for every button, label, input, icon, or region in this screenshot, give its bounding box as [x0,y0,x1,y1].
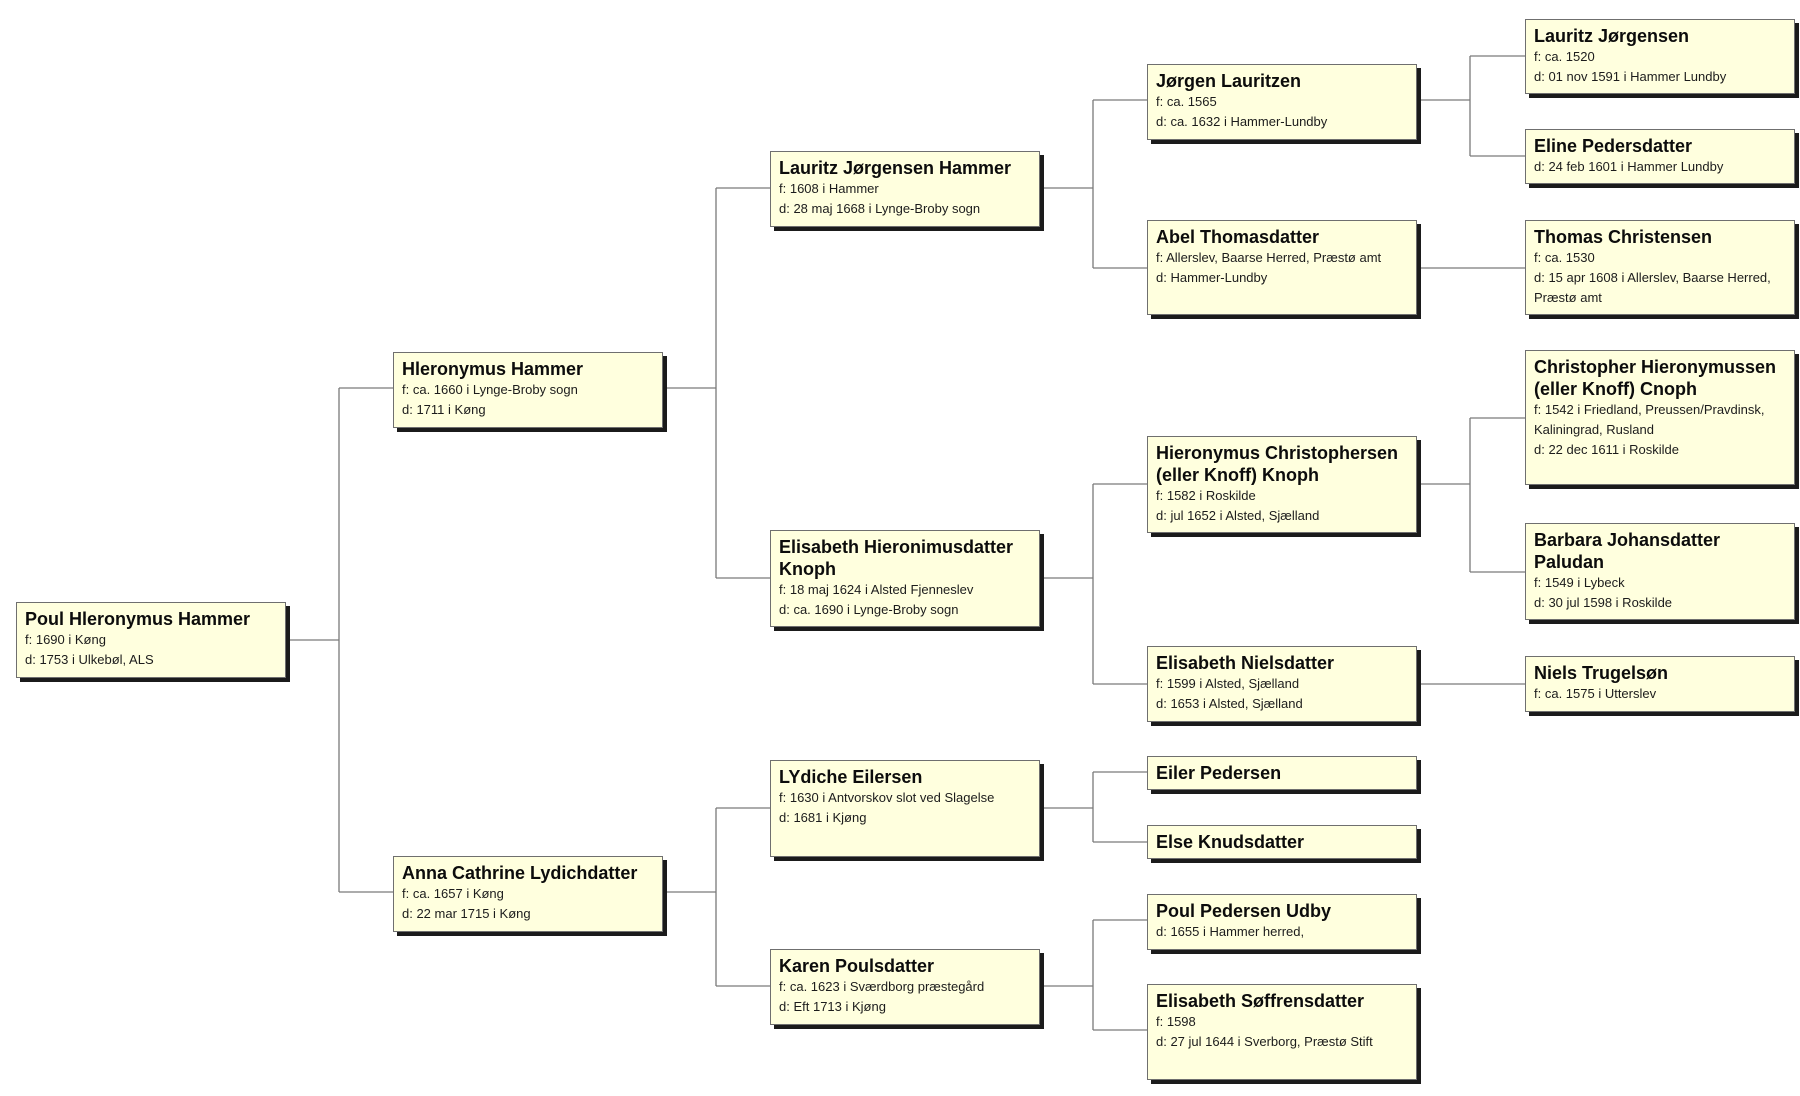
person-card-christopher-hieronymussen-cnoph[interactable]: Christopher Hieronymussen (eller Knoff) … [1525,350,1795,485]
person-name: Niels Trugelsøn [1534,663,1669,683]
person-birth: f: 1598 [1156,1014,1196,1029]
person-name: Hleronymus Hammer [402,359,584,379]
person-name: Lauritz Jørgensen Hammer [779,158,1012,178]
person-card-eline-pedersdatter[interactable]: Eline Pedersdatter d: 24 feb 1601 i Hamm… [1525,129,1795,184]
person-card-lauritz-jorgensen[interactable]: Lauritz Jørgensen f: ca. 1520 d: 01 nov … [1525,19,1795,94]
person-birth: f: ca. 1520 [1534,49,1595,64]
person-name: Christopher Hieronymussen (eller Knoff) … [1534,357,1777,399]
person-name: Jørgen Lauritzen [1156,71,1302,91]
person-birth: f: 1549 i Lybeck [1534,575,1625,590]
person-name: Lauritz Jørgensen [1534,26,1690,46]
person-birth: f: 1542 i Friedland, Preussen/Pravdinsk,… [1534,402,1765,437]
person-death: d: 1655 i Hammer herred, [1156,924,1305,939]
person-card-poul-pedersen-udby[interactable]: Poul Pedersen Udby d: 1655 i Hammer herr… [1147,894,1417,950]
person-card-jorgen-lauritzen[interactable]: Jørgen Lauritzen f: ca. 1565 d: ca. 1632… [1147,64,1417,140]
person-card-karen-poulsdatter[interactable]: Karen Poulsdatter f: ca. 1623 i Sværdbor… [770,949,1040,1025]
person-death: d: ca. 1690 i Lynge-Broby sogn [779,602,959,617]
person-birth: f: 1608 i Hammer [779,181,879,196]
person-card-hieronymus-hammer[interactable]: Hleronymus Hammer f: ca. 1660 i Lynge-Br… [393,352,663,428]
person-birth: f: 1582 i Roskilde [1156,488,1256,503]
person-card-lauritz-jorgensen-hammer[interactable]: Lauritz Jørgensen Hammer f: 1608 i Hamme… [770,151,1040,227]
person-death: d: 24 feb 1601 i Hammer Lundby [1534,159,1724,174]
person-card-barbara-johansdatter-paludan[interactable]: Barbara Johansdatter Paludan f: 1549 i L… [1525,523,1795,620]
person-death: d: Eft 1713 i Kjøng [779,999,886,1014]
person-name: Thomas Christensen [1534,227,1713,247]
person-card-hieronymus-christophersen-knoph[interactable]: Hieronymus Christophersen (eller Knoff) … [1147,436,1417,533]
person-death: d: 28 maj 1668 i Lynge-Broby sogn [779,201,981,216]
person-card-elisabeth-nielsdatter[interactable]: Elisabeth Nielsdatter f: 1599 i Alsted, … [1147,646,1417,722]
person-birth: f: ca. 1565 [1156,94,1217,109]
person-card-abel-thomasdatter[interactable]: Abel Thomasdatter f: Allerslev, Baarse H… [1147,220,1417,315]
person-card-thomas-christensen[interactable]: Thomas Christensen f: ca. 1530 d: 15 apr… [1525,220,1795,315]
person-death: d: 22 mar 1715 i Køng [402,906,531,921]
person-death: d: jul 1652 i Alsted, Sjælland [1156,508,1320,523]
person-card-eiler-pedersen[interactable]: Eiler Pedersen [1147,756,1417,790]
person-card-elisabeth-hieronimusdatter-knoph[interactable]: Elisabeth Hieronimusdatter Knoph f: 18 m… [770,530,1040,627]
person-name: Eline Pedersdatter [1534,136,1693,156]
person-death: d: 22 dec 1611 i Roskilde [1534,442,1680,457]
person-birth: f: ca. 1530 [1534,250,1595,265]
person-name: Barbara Johansdatter Paludan [1534,530,1721,572]
person-birth: f: 1630 i Antvorskov slot ved Slagelse [779,790,995,805]
person-name: Karen Poulsdatter [779,956,935,976]
person-name: Eiler Pedersen [1156,763,1282,783]
person-death: d: Hammer-Lundby [1156,270,1268,285]
person-card-poul-hieronymus-hammer[interactable]: Poul Hleronymus Hammer f: 1690 i Køng d:… [16,602,286,678]
person-card-anna-cathrine-lydichdatter[interactable]: Anna Cathrine Lydichdatter f: ca. 1657 i… [393,856,663,932]
person-death: d: 27 jul 1644 i Sverborg, Præstø Stift [1156,1034,1373,1049]
person-birth: f: Allerslev, Baarse Herred, Præstø amt [1156,250,1382,265]
person-name: LYdiche Eilersen [779,767,923,787]
person-name: Poul Pedersen Udby [1156,901,1332,921]
person-card-niels-trugelson[interactable]: Niels Trugelsøn f: ca. 1575 i Utterslev [1525,656,1795,712]
person-name: Elisabeth Nielsdatter [1156,653,1335,673]
person-birth: f: ca. 1660 i Lynge-Broby sogn [402,382,578,397]
person-death: d: 01 nov 1591 i Hammer Lundby [1534,69,1727,84]
person-card-elisabeth-soffrensdatter[interactable]: Elisabeth Søffrensdatter f: 1598 d: 27 j… [1147,984,1417,1080]
person-card-else-knudsdatter[interactable]: Else Knudsdatter [1147,825,1417,859]
person-death: d: 1711 i Køng [402,402,486,417]
person-death: d: ca. 1632 i Hammer-Lundby [1156,114,1328,129]
person-death: d: 1681 i Kjøng [779,810,867,825]
person-death: d: 1753 i Ulkebøl, ALS [25,652,154,667]
person-death: d: 15 apr 1608 i Allerslev, Baarse Herre… [1534,270,1771,305]
person-name: Else Knudsdatter [1156,832,1305,852]
person-card-lydiche-eilersen[interactable]: LYdiche Eilersen f: 1630 i Antvorskov sl… [770,760,1040,857]
person-birth: f: 18 maj 1624 i Alsted Fjenneslev [779,582,974,597]
person-birth: f: 1690 i Køng [25,632,106,647]
person-birth: f: ca. 1575 i Utterslev [1534,686,1657,701]
person-name: Elisabeth Hieronimusdatter Knoph [779,537,1014,579]
person-death: d: 30 jul 1598 i Roskilde [1534,595,1673,610]
person-name: Anna Cathrine Lydichdatter [402,863,638,883]
person-birth: f: ca. 1657 i Køng [402,886,504,901]
person-name: Abel Thomasdatter [1156,227,1320,247]
person-death: d: 1653 i Alsted, Sjælland [1156,696,1303,711]
person-birth: f: 1599 i Alsted, Sjælland [1156,676,1300,691]
person-name: Elisabeth Søffrensdatter [1156,991,1365,1011]
person-name: Poul Hleronymus Hammer [25,609,251,629]
person-name: Hieronymus Christophersen (eller Knoff) … [1156,443,1399,485]
person-birth: f: ca. 1623 i Sværdborg præstegård [779,979,985,994]
